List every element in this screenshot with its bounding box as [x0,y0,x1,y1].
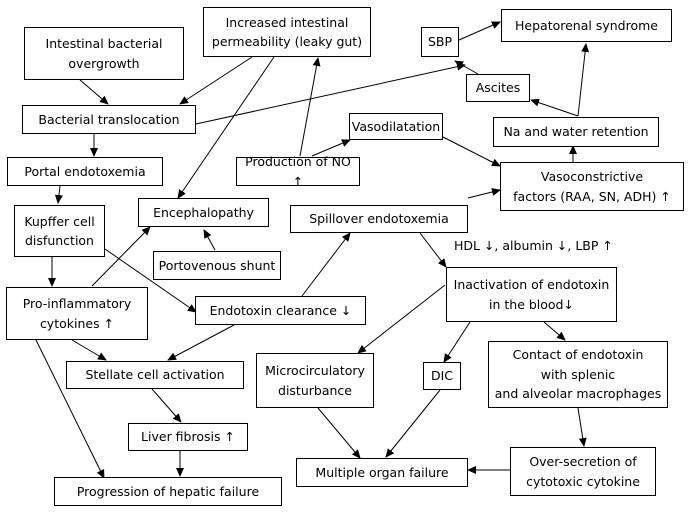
node-over-secretion-cytotoxic-cytokine: Over-secretion of cytotoxic cytokine [510,447,656,496]
arrow-dic-to-multiple [385,389,441,458]
node-production-of-no: Production of NO ↑ [236,154,360,189]
arrow-production-to-permeability [299,57,321,157]
arrow-production-to-vasodilatation [311,139,351,157]
node-spillover-endotoxemia: Spillover endotoxemia [290,205,468,233]
arrow-sbp-to-hepatorenal [458,21,501,41]
node-sbp: SBP [421,27,459,57]
node-multiple-organ-failure: Multiple organ failure [296,458,468,487]
node-inactivation-of-endotoxin: Inactivation of endotoxin in the blood↓ [446,267,617,322]
node-contact-of-endotoxin: Contact of endotoxin with splenic and al… [488,341,668,408]
arrow-permeability-to-encephalopathy [177,56,275,199]
node-stellate-cell-activation: Stellate cell activation [66,361,244,389]
node-increased-intestinal-permeability: Increased intestinal permeability (leaky… [203,7,371,57]
arrow-na-to-hepatorenal [577,43,590,117]
arrow-portovenous-to-encephalopathy [203,229,216,251]
node-ascites: Ascites [466,74,530,102]
arrow-portal-to-kupffer [54,185,63,204]
arrow-proinflammatory-to-progression [35,339,105,479]
arrow-inactivation-to-dic [443,321,471,363]
arrow-inactivation-to-contact [543,321,566,341]
node-encephalopathy: Encephalopathy [138,198,269,227]
node-kupffer-cell-disfunction: Kupffer cell disfunction [14,205,105,257]
arrow-spillover-to-vasoconstrictive [467,188,501,199]
arrow-clearance-to-stellate [167,324,235,361]
arrow-spillover-to-inactivation [419,232,447,268]
node-microcirculatory-disturbance: Microcirculatory disturbance [256,353,374,408]
arrow-proinflammatory-to-stellate [71,339,107,361]
arrow-ascites-to-sbp [454,60,479,75]
node-intestinal-bacterial-overgrowth: Intestinal bacterial overgrowth [24,27,184,80]
arrow-proinflammatory-to-encephalopathy [91,226,151,287]
node-portal-endotoxemia: Portal endotoxemia [7,157,163,186]
node-endotoxin-clearance: Endotoxin clearance ↓ [195,296,366,325]
node-pro-inflammatory-cytokines: Pro-inflammatory cytokines ↑ [6,287,148,340]
node-portovenous-shunt: Portovenous shunt [153,251,281,280]
arrow-permeability-to-translocation [179,56,253,105]
arrow-contact-to-oversecretion [577,407,587,447]
arrow-overgrowth-to-translocation [79,79,109,105]
node-na-water-retention: Na and water retention [493,117,659,147]
node-vasoconstrictive-factors: Vasoconstrictive factors (RAA, SN, ADH) … [500,162,684,211]
arrow-stellate-to-fibrosis [151,388,182,423]
label-hdl-albumin-lbp: HDL ↓, albumin ↓, LBP ↑ [454,238,613,253]
node-liver-fibrosis: Liver fibrosis ↑ [128,423,248,451]
arrow-inactivation-to-microcirculatory [357,284,446,354]
arrow-na-to-ascites [530,98,579,117]
arrow-microcirculatory-to-multiple [317,407,361,459]
node-vasodilatation: Vasodilatation [349,113,443,140]
arrow-translocation-to-ascites [195,62,466,125]
node-dic: DIC [423,362,461,390]
arrow-kupffer-to-clearance [104,248,197,313]
node-progression-of-hepatic-failure: Progression of hepatic failure [54,477,282,506]
arrow-vasodilatation-to-vasoconstrictive [442,136,501,167]
node-bacterial-translocation: Bacterial translocation [22,105,196,134]
node-hepatorenal-syndrome: Hepatorenal syndrome [501,9,672,42]
arrow-clearance-to-spillover [301,232,351,297]
